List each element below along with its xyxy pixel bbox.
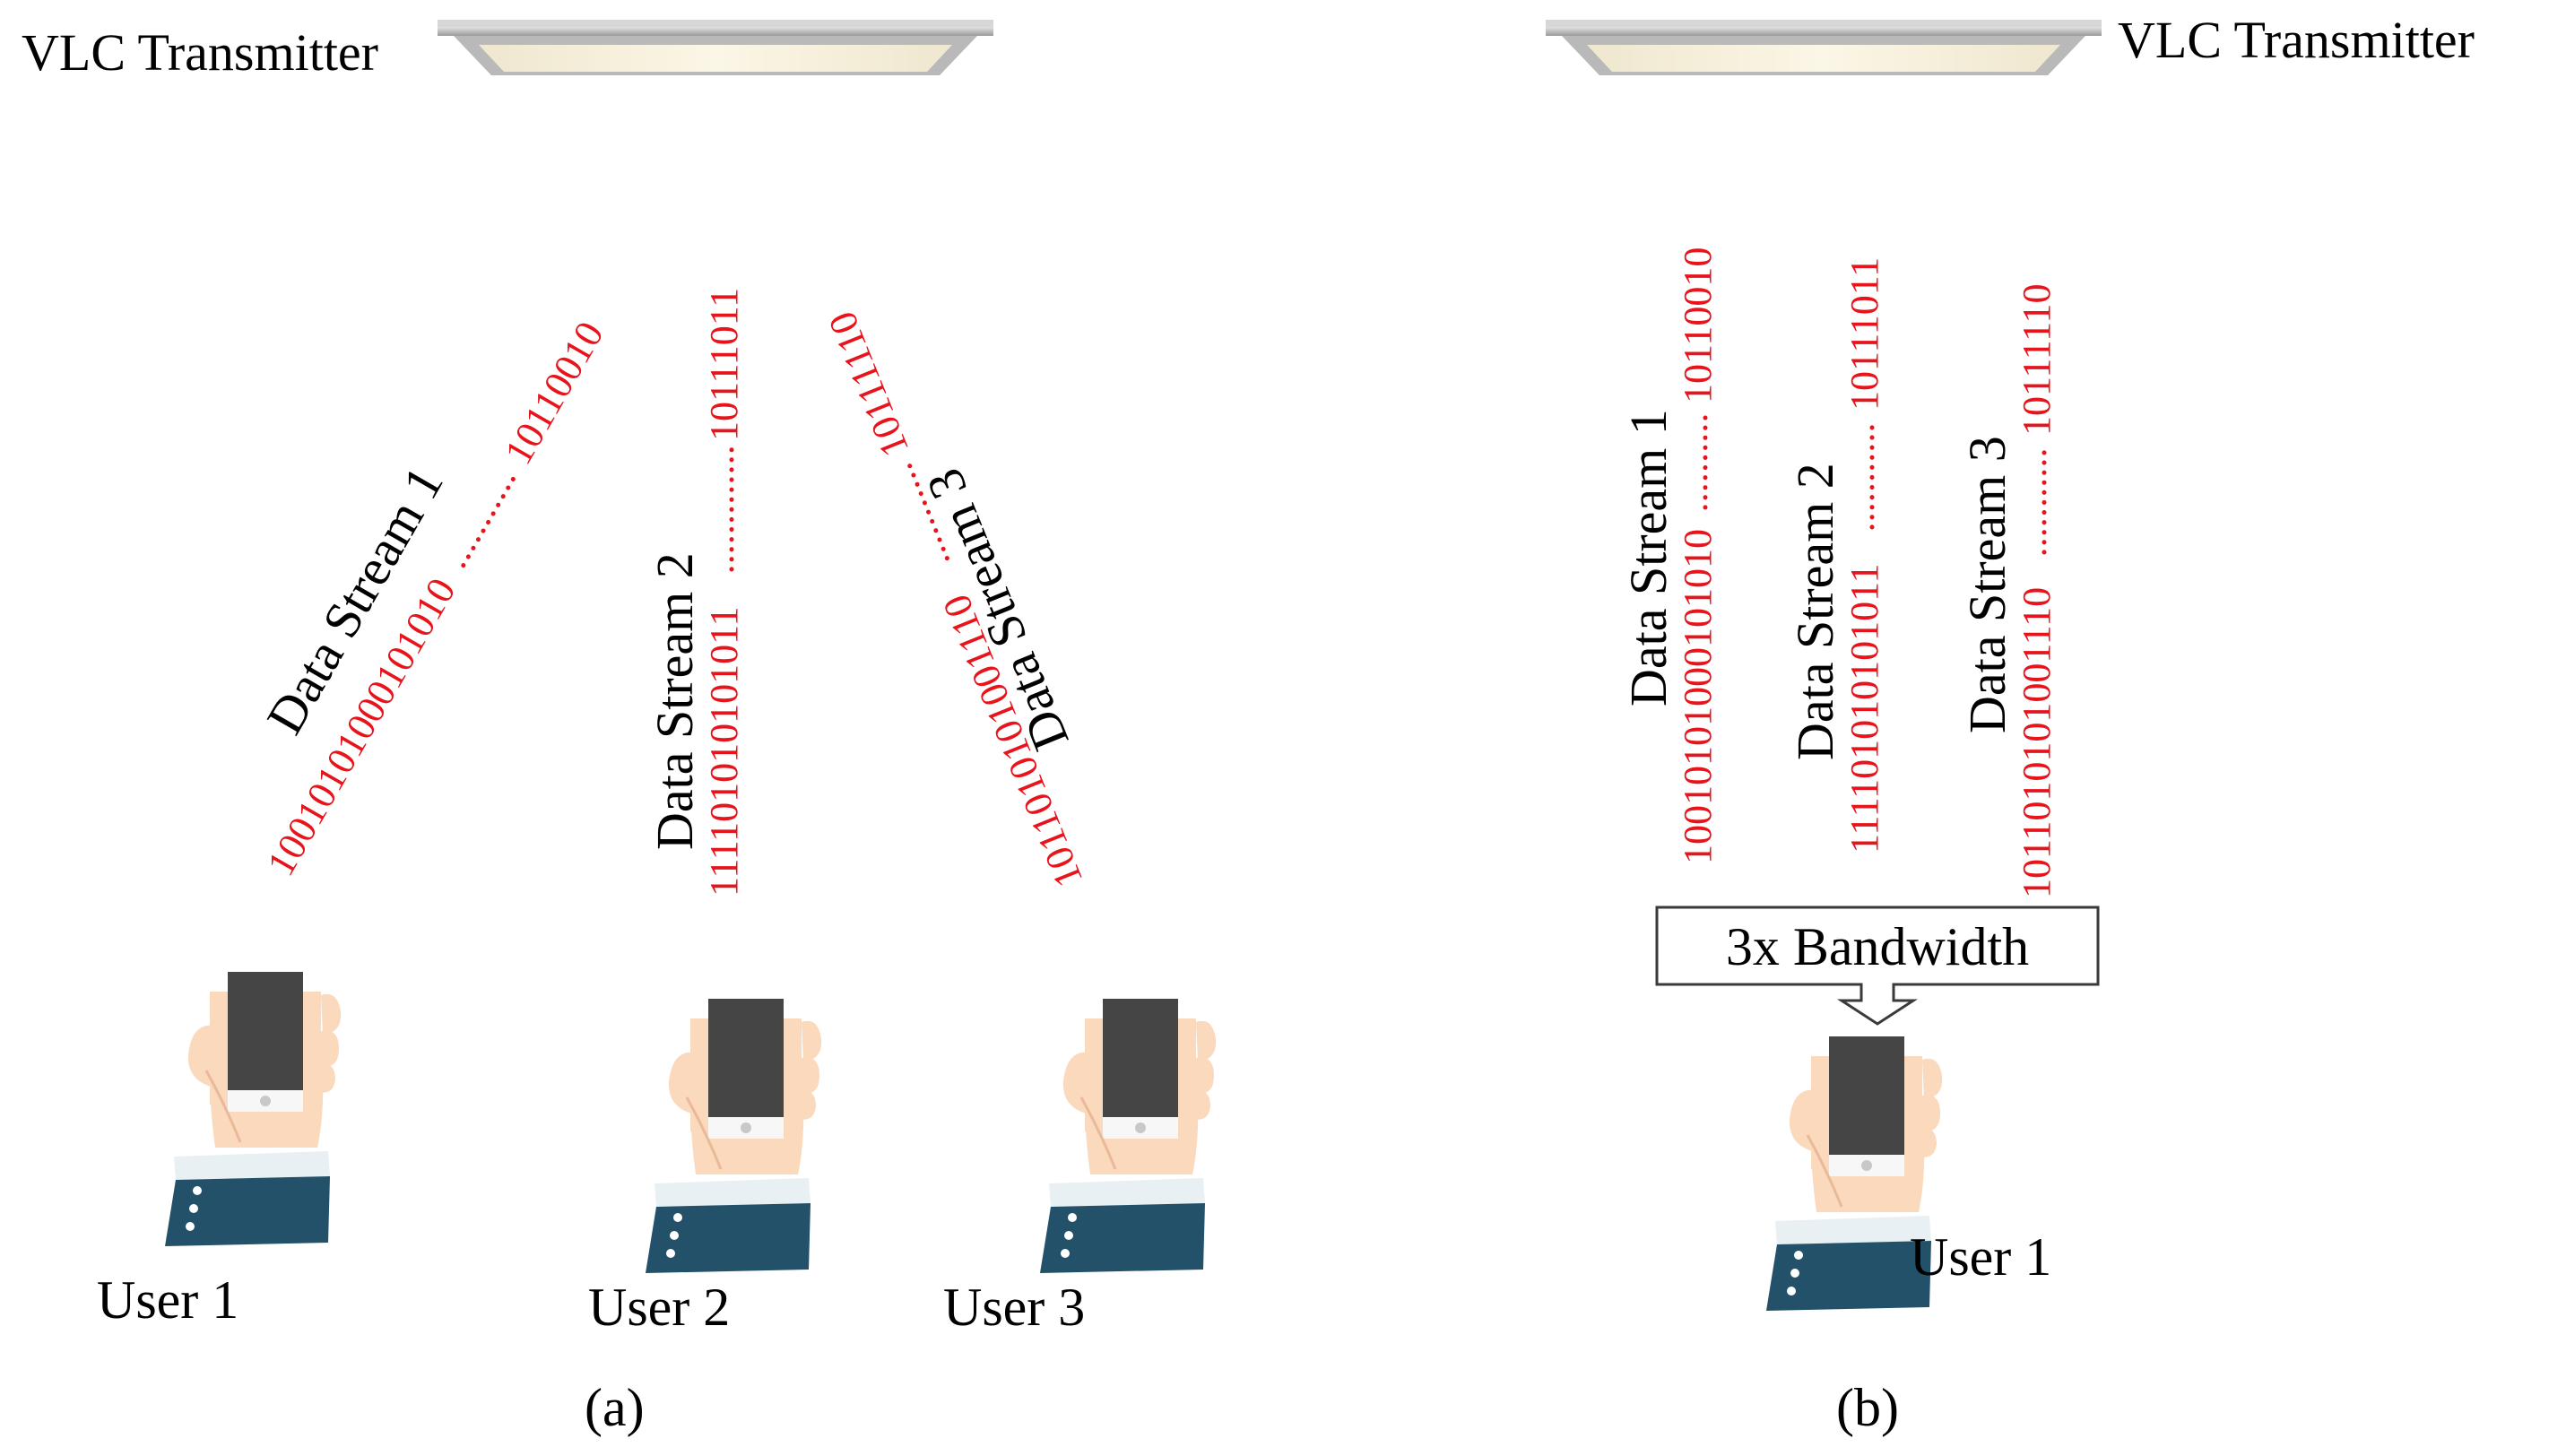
- user-2-label: User 2: [588, 1278, 730, 1337]
- panel-a: VLC Transmitter 10010101000101010 101100…: [22, 20, 1218, 1437]
- bit-continuation-dots: [904, 455, 949, 561]
- vlc-lamp-icon: [438, 20, 993, 75]
- bits-near-tx: 10111011: [1842, 257, 1886, 411]
- bits-near-tx: 10110010: [1676, 247, 1720, 403]
- data-stream-3: 1011010101001110 10111110 Data Stream 3: [819, 306, 1091, 894]
- bit-continuation-dots: [461, 470, 520, 568]
- caption-a: (a): [585, 1378, 645, 1437]
- stream-label: Data Stream 1: [1619, 409, 1677, 706]
- user-3-hand-phone-icon: [1038, 997, 1218, 1275]
- user-1-label: User 1: [1910, 1227, 2051, 1287]
- data-stream-1: 10010101000101010 10110010 Data Stream 1: [256, 314, 612, 883]
- data-stream-3: 1011010101001110 10111110 Data Stream 3: [1958, 284, 2059, 898]
- user-3-label: User 3: [943, 1278, 1085, 1337]
- bits-near-tx: 10111110: [819, 306, 917, 463]
- callout-arrow-icon: [1655, 906, 2100, 1026]
- caption-b: (b): [1836, 1378, 1899, 1437]
- stream-label: Data Stream 2: [1786, 463, 1844, 760]
- data-stream-2: 111101010101011 10111011 Data Stream 2: [1786, 257, 1886, 854]
- bandwidth-callout: 3x Bandwidth: [1655, 906, 2100, 1026]
- user-1-label: User 1: [97, 1270, 238, 1330]
- data-stream-2: 111101010101011 10111011 Data Stream 2: [646, 288, 746, 897]
- bits-near-tx: 10111011: [702, 288, 746, 441]
- bits-near-user: 10010101000101010: [1676, 529, 1720, 864]
- bandwidth-label: 3x Bandwidth: [1726, 917, 2029, 976]
- bits-near-user: 111101010101011: [702, 607, 746, 897]
- bits-near-tx: 10110010: [496, 314, 612, 472]
- bits-near-user: 1011010101001110: [2015, 587, 2059, 898]
- stream-label: Data Stream 2: [646, 552, 704, 850]
- stream-label: Data Stream 3: [1958, 436, 2016, 733]
- panel-b: VLC Transmitter 10010101000101010 101100…: [1546, 11, 2475, 1437]
- bits-near-user: 111101010101011: [1842, 564, 1886, 854]
- user-2-hand-phone-icon: [644, 997, 823, 1275]
- data-stream-1: 10010101000101010 10110010 Data Stream 1: [1619, 247, 1720, 864]
- transmitter-label: VLC Transmitter: [2118, 11, 2475, 69]
- transmitter-label: VLC Transmitter: [22, 23, 378, 82]
- user-1-hand-phone-icon: [163, 970, 342, 1248]
- bits-near-tx: 10111110: [2015, 284, 2059, 436]
- vlc-lamp-icon: [1546, 20, 2102, 75]
